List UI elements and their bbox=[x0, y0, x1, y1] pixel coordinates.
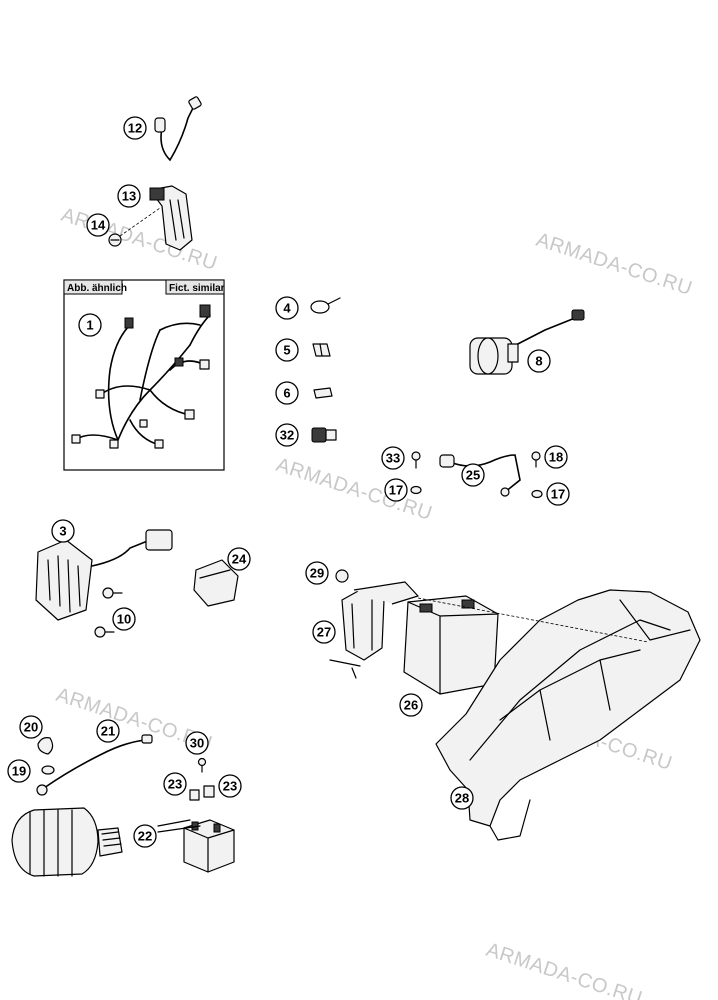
svg-text:30: 30 bbox=[190, 736, 204, 751]
svg-text:28: 28 bbox=[455, 791, 469, 806]
svg-text:29: 29 bbox=[310, 566, 324, 581]
watermark-6: ARMADA-CO.RU bbox=[483, 939, 645, 1000]
part-12-wire-connector bbox=[154, 96, 202, 162]
svg-text:4: 4 bbox=[283, 301, 291, 316]
callout-23-left: 23 bbox=[163, 772, 187, 796]
svg-text:27: 27 bbox=[317, 625, 331, 640]
svg-text:32: 32 bbox=[280, 428, 294, 443]
part-25-battery-cable bbox=[439, 454, 521, 497]
part-4-cable-tie bbox=[310, 297, 341, 314]
callout-32: 32 bbox=[275, 423, 299, 447]
callout-13: 13 bbox=[117, 184, 141, 208]
part-21-starter-cable bbox=[36, 734, 153, 796]
callout-25: 25 bbox=[461, 463, 485, 487]
watermark-1: ARMADA-CO.RU bbox=[58, 204, 220, 275]
callout-29: 29 bbox=[305, 561, 329, 585]
svg-text:26: 26 bbox=[404, 698, 418, 713]
part-27-battery-strap bbox=[329, 581, 419, 679]
part-18-screw bbox=[531, 451, 541, 468]
callout-10: 10 bbox=[112, 607, 136, 631]
part-22-starter-relay bbox=[157, 819, 235, 873]
part-26-battery bbox=[403, 595, 499, 695]
callout-22: 22 bbox=[133, 824, 157, 848]
svg-text:19: 19 bbox=[12, 764, 26, 779]
part-32-connector bbox=[311, 427, 337, 443]
part-17-nut-right bbox=[531, 489, 543, 499]
part-29-nut bbox=[335, 569, 349, 583]
inset-label-left: Abb. ähnlich bbox=[67, 283, 127, 294]
part-6-clip bbox=[313, 387, 333, 399]
callout-20: 20 bbox=[19, 715, 43, 739]
svg-text:25: 25 bbox=[466, 468, 480, 483]
part-24-cover bbox=[193, 559, 239, 607]
svg-text:14: 14 bbox=[91, 218, 106, 233]
callout-21: 21 bbox=[96, 719, 120, 743]
part-14-screw bbox=[108, 233, 122, 247]
svg-text:5: 5 bbox=[283, 343, 290, 358]
svg-text:1: 1 bbox=[86, 318, 93, 333]
svg-text:20: 20 bbox=[24, 720, 38, 735]
svg-text:24: 24 bbox=[232, 552, 247, 567]
callout-26: 26 bbox=[399, 693, 423, 717]
part-33-screw bbox=[411, 451, 421, 469]
callout-1: 1 bbox=[78, 313, 102, 337]
svg-text:10: 10 bbox=[117, 612, 131, 627]
callout-14: 14 bbox=[86, 213, 110, 237]
callout-23-right: 23 bbox=[218, 774, 242, 798]
callout-17-right: 17 bbox=[546, 482, 570, 506]
wiring-harness-inset: Abb. ähnlich Fict. similar bbox=[63, 279, 225, 471]
callout-28: 28 bbox=[450, 786, 474, 810]
svg-text:23: 23 bbox=[223, 779, 237, 794]
inset-label-right: Fict. similar bbox=[169, 283, 225, 294]
part-28-fender bbox=[417, 589, 701, 841]
watermark-2: ARMADA-CO.RU bbox=[533, 229, 695, 300]
part-30-screw bbox=[197, 757, 207, 773]
svg-text:21: 21 bbox=[101, 724, 115, 739]
part-17-nut-left bbox=[410, 485, 422, 495]
callouts: 12 13 14 1 4 5 6 32 8 33 17 25 18 17 3 2… bbox=[7, 116, 570, 848]
callout-4: 4 bbox=[275, 296, 299, 320]
svg-text:33: 33 bbox=[386, 451, 400, 466]
svg-text:22: 22 bbox=[138, 829, 152, 844]
part-3-voltage-regulator bbox=[35, 529, 173, 621]
svg-text:23: 23 bbox=[168, 777, 182, 792]
part-20-rubber-cap bbox=[37, 737, 54, 755]
svg-text:12: 12 bbox=[128, 121, 142, 136]
svg-text:8: 8 bbox=[535, 354, 542, 369]
part-8-relay bbox=[469, 309, 585, 375]
callout-8: 8 bbox=[527, 349, 551, 373]
callout-19: 19 bbox=[7, 759, 31, 783]
callout-3: 3 bbox=[51, 519, 75, 543]
callout-18: 18 bbox=[544, 445, 568, 469]
svg-text:3: 3 bbox=[59, 524, 66, 539]
svg-text:17: 17 bbox=[551, 487, 565, 502]
callout-27: 27 bbox=[312, 620, 336, 644]
callout-5: 5 bbox=[275, 338, 299, 362]
starter-motor bbox=[11, 807, 123, 877]
part-5-clip bbox=[312, 343, 331, 357]
callout-33: 33 bbox=[381, 446, 405, 470]
callout-24: 24 bbox=[227, 547, 251, 571]
part-19-nut bbox=[41, 765, 55, 775]
svg-text:17: 17 bbox=[389, 483, 403, 498]
part-13-bracket bbox=[119, 185, 193, 251]
part-10-screws bbox=[94, 587, 123, 638]
harness-drawing bbox=[71, 304, 211, 449]
callout-17-left: 17 bbox=[384, 478, 408, 502]
svg-text:6: 6 bbox=[283, 386, 290, 401]
callout-6: 6 bbox=[275, 381, 299, 405]
svg-text:13: 13 bbox=[122, 189, 136, 204]
svg-text:18: 18 bbox=[549, 450, 563, 465]
callout-30: 30 bbox=[185, 731, 209, 755]
part-23-fuses bbox=[189, 785, 215, 801]
callout-12: 12 bbox=[123, 116, 147, 140]
